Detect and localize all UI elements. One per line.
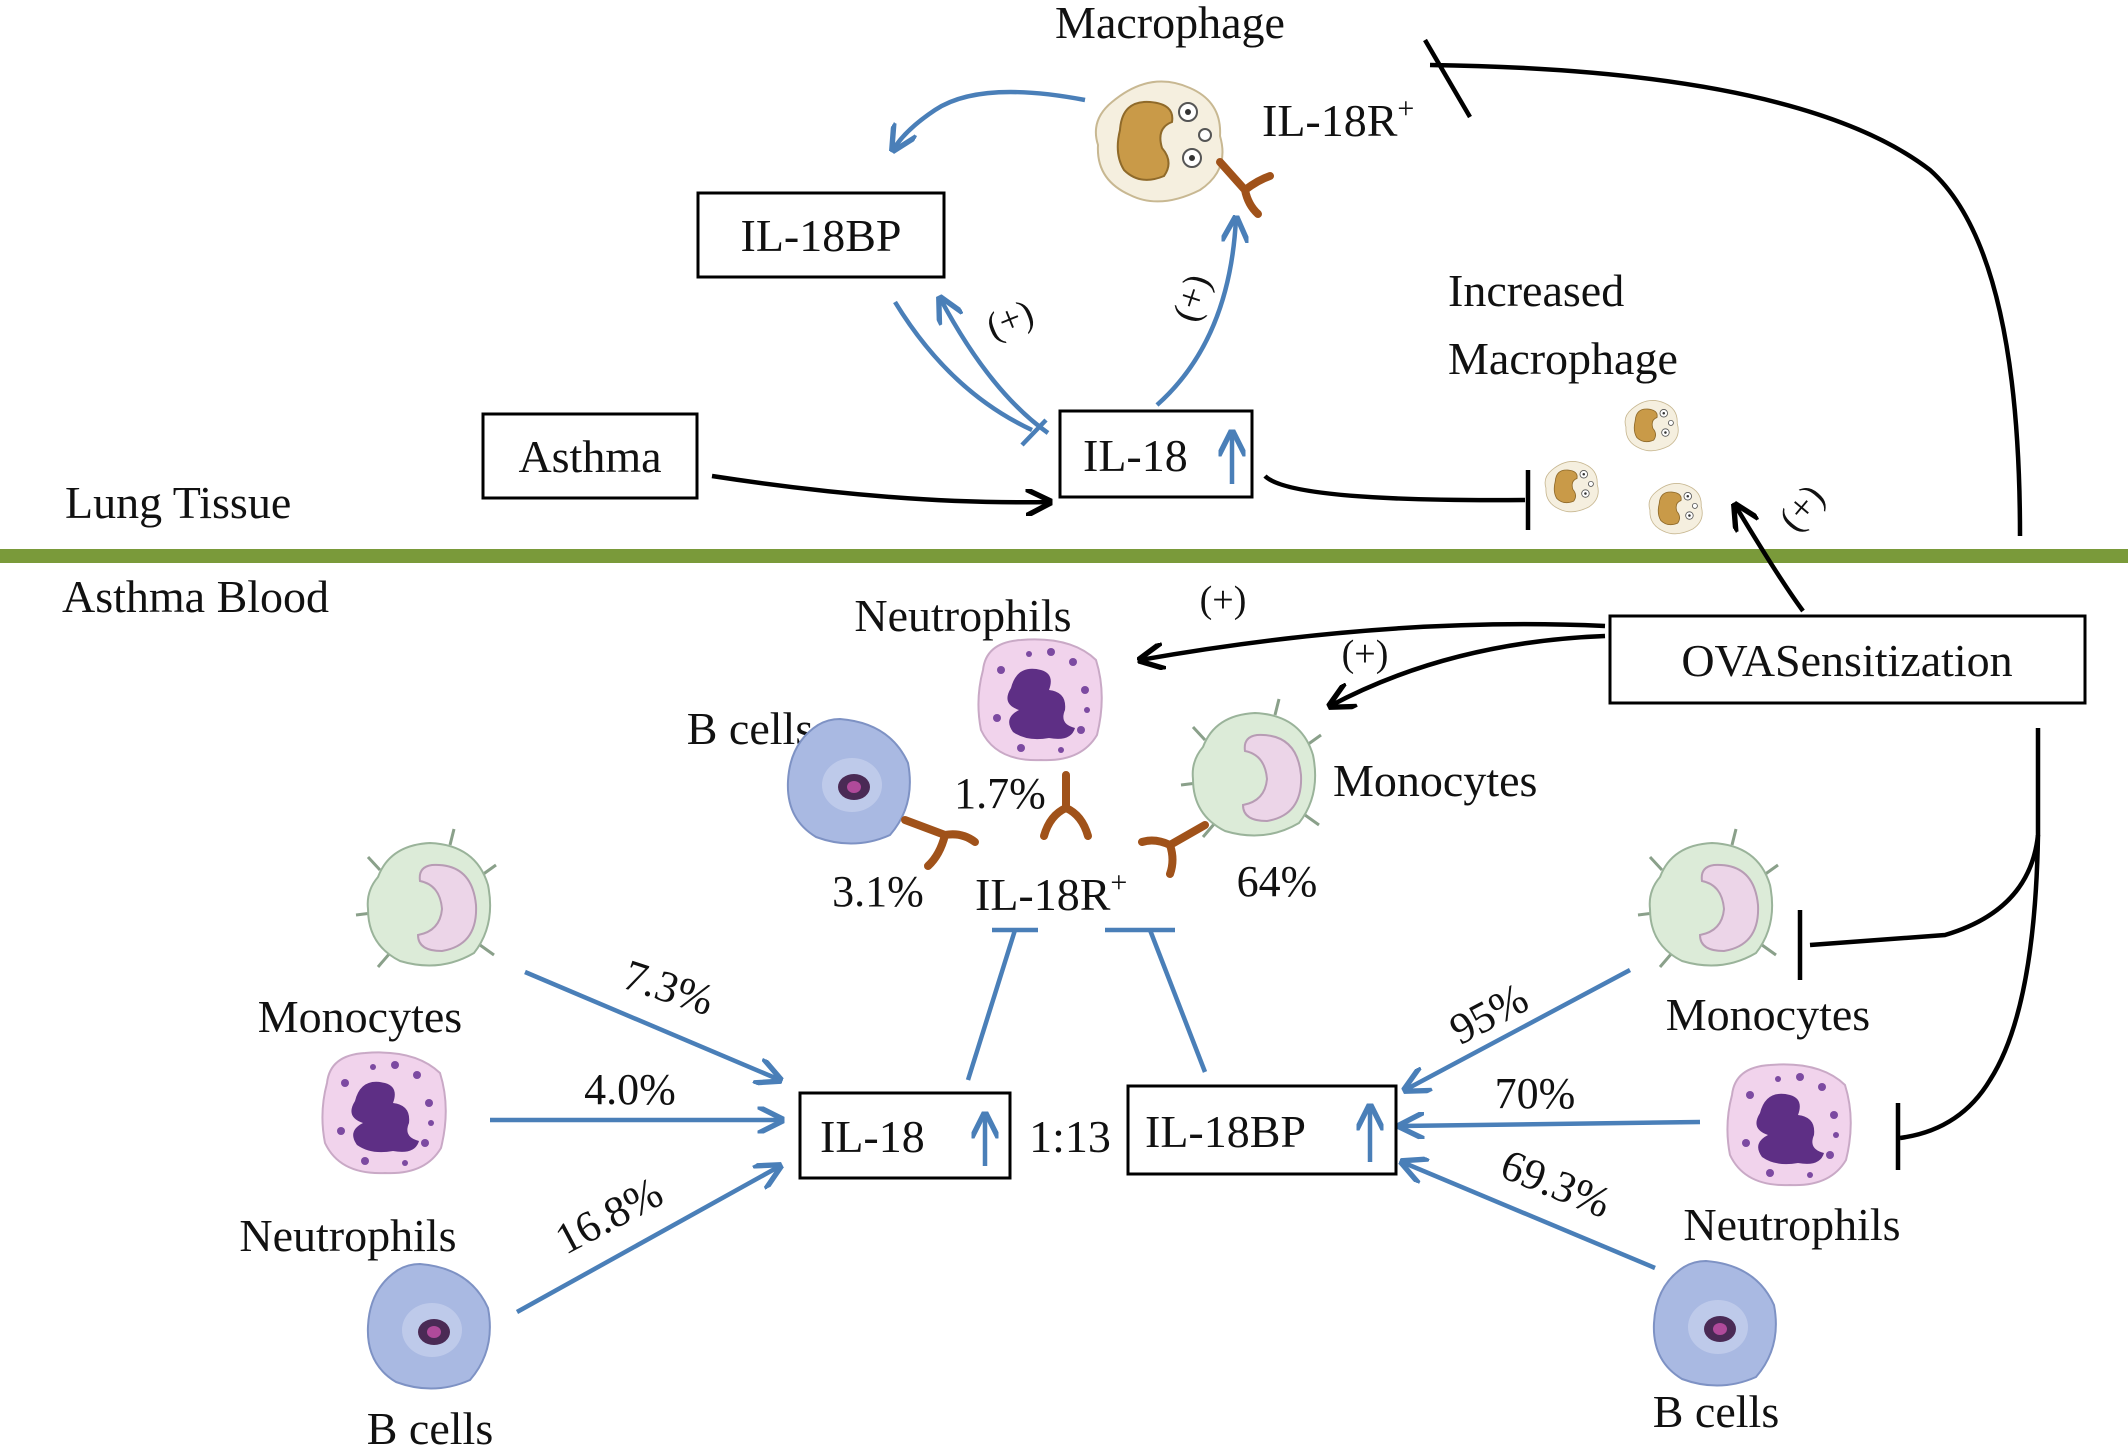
- il18-to-il18bp-arrow: [940, 298, 1050, 435]
- left-bcells-label: B cells: [367, 1403, 493, 1449]
- increased-macrophage-icon-3: [1648, 483, 1703, 535]
- increased-macrophage-icon-2: [1544, 461, 1599, 513]
- plus-increased-label: (+): [1771, 477, 1833, 540]
- left-bcells-pct: 16.8%: [547, 1167, 670, 1264]
- left-monocyte-icon: [354, 827, 498, 969]
- center-neutrophils-pct: 1.7%: [954, 769, 1046, 818]
- center-monocytes-label: Monocytes: [1333, 755, 1537, 806]
- center-bcells-pct: 3.1%: [832, 867, 924, 916]
- plus-monocytes-label: (+): [1342, 633, 1389, 675]
- right-monocytes-pct: 95%: [1442, 973, 1536, 1054]
- center-il18r-label: IL-18R+: [975, 866, 1127, 920]
- il18bp-to-il18r-line: [1147, 929, 1208, 1073]
- left-monocytes-pct: 7.3%: [618, 950, 720, 1025]
- left-monocytes-label: Monocytes: [258, 991, 462, 1042]
- increased-macrophage-label-line2: Macrophage: [1448, 333, 1678, 384]
- asthma-label: Asthma: [518, 431, 661, 482]
- macrophage-to-il18bp-arrow: [893, 89, 1086, 150]
- ova-to-increased-macrophage-arrow: [1735, 505, 1805, 613]
- plus-macrophage-label: (+): [1165, 269, 1219, 326]
- blood-il18-label: IL-18: [820, 1111, 925, 1162]
- left-neutrophils-pct: 4.0%: [584, 1065, 676, 1114]
- il18bp-inhibits-il18-line: [893, 300, 1033, 433]
- neutrophil-receptor-icon: [1040, 771, 1092, 840]
- left-neutrophils-label: Neutrophils: [239, 1210, 456, 1261]
- il18-inhibits-increased-macrophage-line: [1263, 474, 1526, 503]
- bcell-receptor-icon: [901, 816, 979, 870]
- increased-macrophage-label-line1: Increased: [1448, 265, 1624, 316]
- right-bcells-arrow: [1402, 1162, 1656, 1271]
- lung-il18bp-label: IL-18BP: [741, 210, 902, 261]
- il18bp-inhibit-bar: [1020, 418, 1048, 447]
- left-neutrophil-icon: [321, 1051, 447, 1175]
- left-bcell-icon: [366, 1263, 491, 1390]
- il18-to-macrophage-arrow: [1155, 218, 1236, 407]
- blood-il18bp-box: [1126, 1084, 1398, 1176]
- right-monocyte-icon: [1636, 827, 1780, 969]
- right-neutrophil-icon: [1726, 1063, 1852, 1187]
- right-neutrophils-label: Neutrophils: [1683, 1199, 1900, 1250]
- macrophage-icon: [1094, 80, 1224, 203]
- ova-sensitization-box: [1608, 614, 2087, 705]
- right-bcell-icon: [1652, 1260, 1777, 1387]
- left-bcells-arrow: [515, 1166, 780, 1314]
- increased-macrophage-icon-1: [1624, 400, 1679, 452]
- ova-inhibits-right-monocytes-line: [1809, 728, 2041, 948]
- asthma-box: [481, 412, 699, 500]
- lung-il18-label: IL-18: [1083, 430, 1188, 481]
- ova-inhibits-right-neutrophils-line: [1899, 834, 2041, 1141]
- lung-il18bp-box: [696, 191, 946, 279]
- ova-sensitization-label: OVASensitization: [1681, 635, 2012, 686]
- ova-to-monocytes-arrow: [1330, 633, 1606, 706]
- ratio-label: 1:13: [1029, 1111, 1111, 1162]
- right-bcells-label: B cells: [1653, 1386, 1779, 1437]
- macrophage-label: Macrophage: [1055, 0, 1285, 48]
- asthma-blood-label: Asthma Blood: [62, 571, 329, 622]
- right-neutrophils-pct: 70%: [1495, 1069, 1576, 1118]
- center-bcell-icon: [786, 718, 911, 845]
- right-monocytes-arrow: [1405, 968, 1632, 1090]
- plus-il18bp-label: (+): [980, 292, 1039, 348]
- ova-to-neutrophils-arrow: [1140, 621, 1606, 660]
- right-bcells-pct: 69.3%: [1494, 1140, 1618, 1228]
- right-neutrophils-arrow: [1400, 1122, 1701, 1126]
- blood-il18bp-label: IL-18BP: [1145, 1106, 1306, 1157]
- macrophage-receptor-icon: [1216, 158, 1274, 218]
- center-bcells-label: B cells: [687, 703, 813, 754]
- lung-tissue-label: Lung Tissue: [65, 477, 291, 528]
- left-monocytes-arrow: [524, 969, 780, 1080]
- il18-to-il18r-line: [965, 929, 1018, 1081]
- macrophage-inhibit-bar: [1423, 38, 1472, 119]
- asthma-to-il18-arrow: [711, 473, 1050, 502]
- macrophage-il18r-label: IL-18R+: [1262, 92, 1414, 146]
- center-monocytes-pct: 64%: [1237, 857, 1318, 906]
- center-monocyte-icon: [1179, 697, 1323, 839]
- center-neutrophils-label: Neutrophils: [854, 590, 1071, 641]
- monocyte-receptor-icon: [1138, 821, 1209, 878]
- center-neutrophil-icon: [977, 638, 1103, 762]
- ova-inhibits-macrophage-line: [1429, 62, 2023, 537]
- right-monocytes-label: Monocytes: [1666, 989, 1870, 1040]
- plus-neutrophils-label: (+): [1200, 579, 1247, 621]
